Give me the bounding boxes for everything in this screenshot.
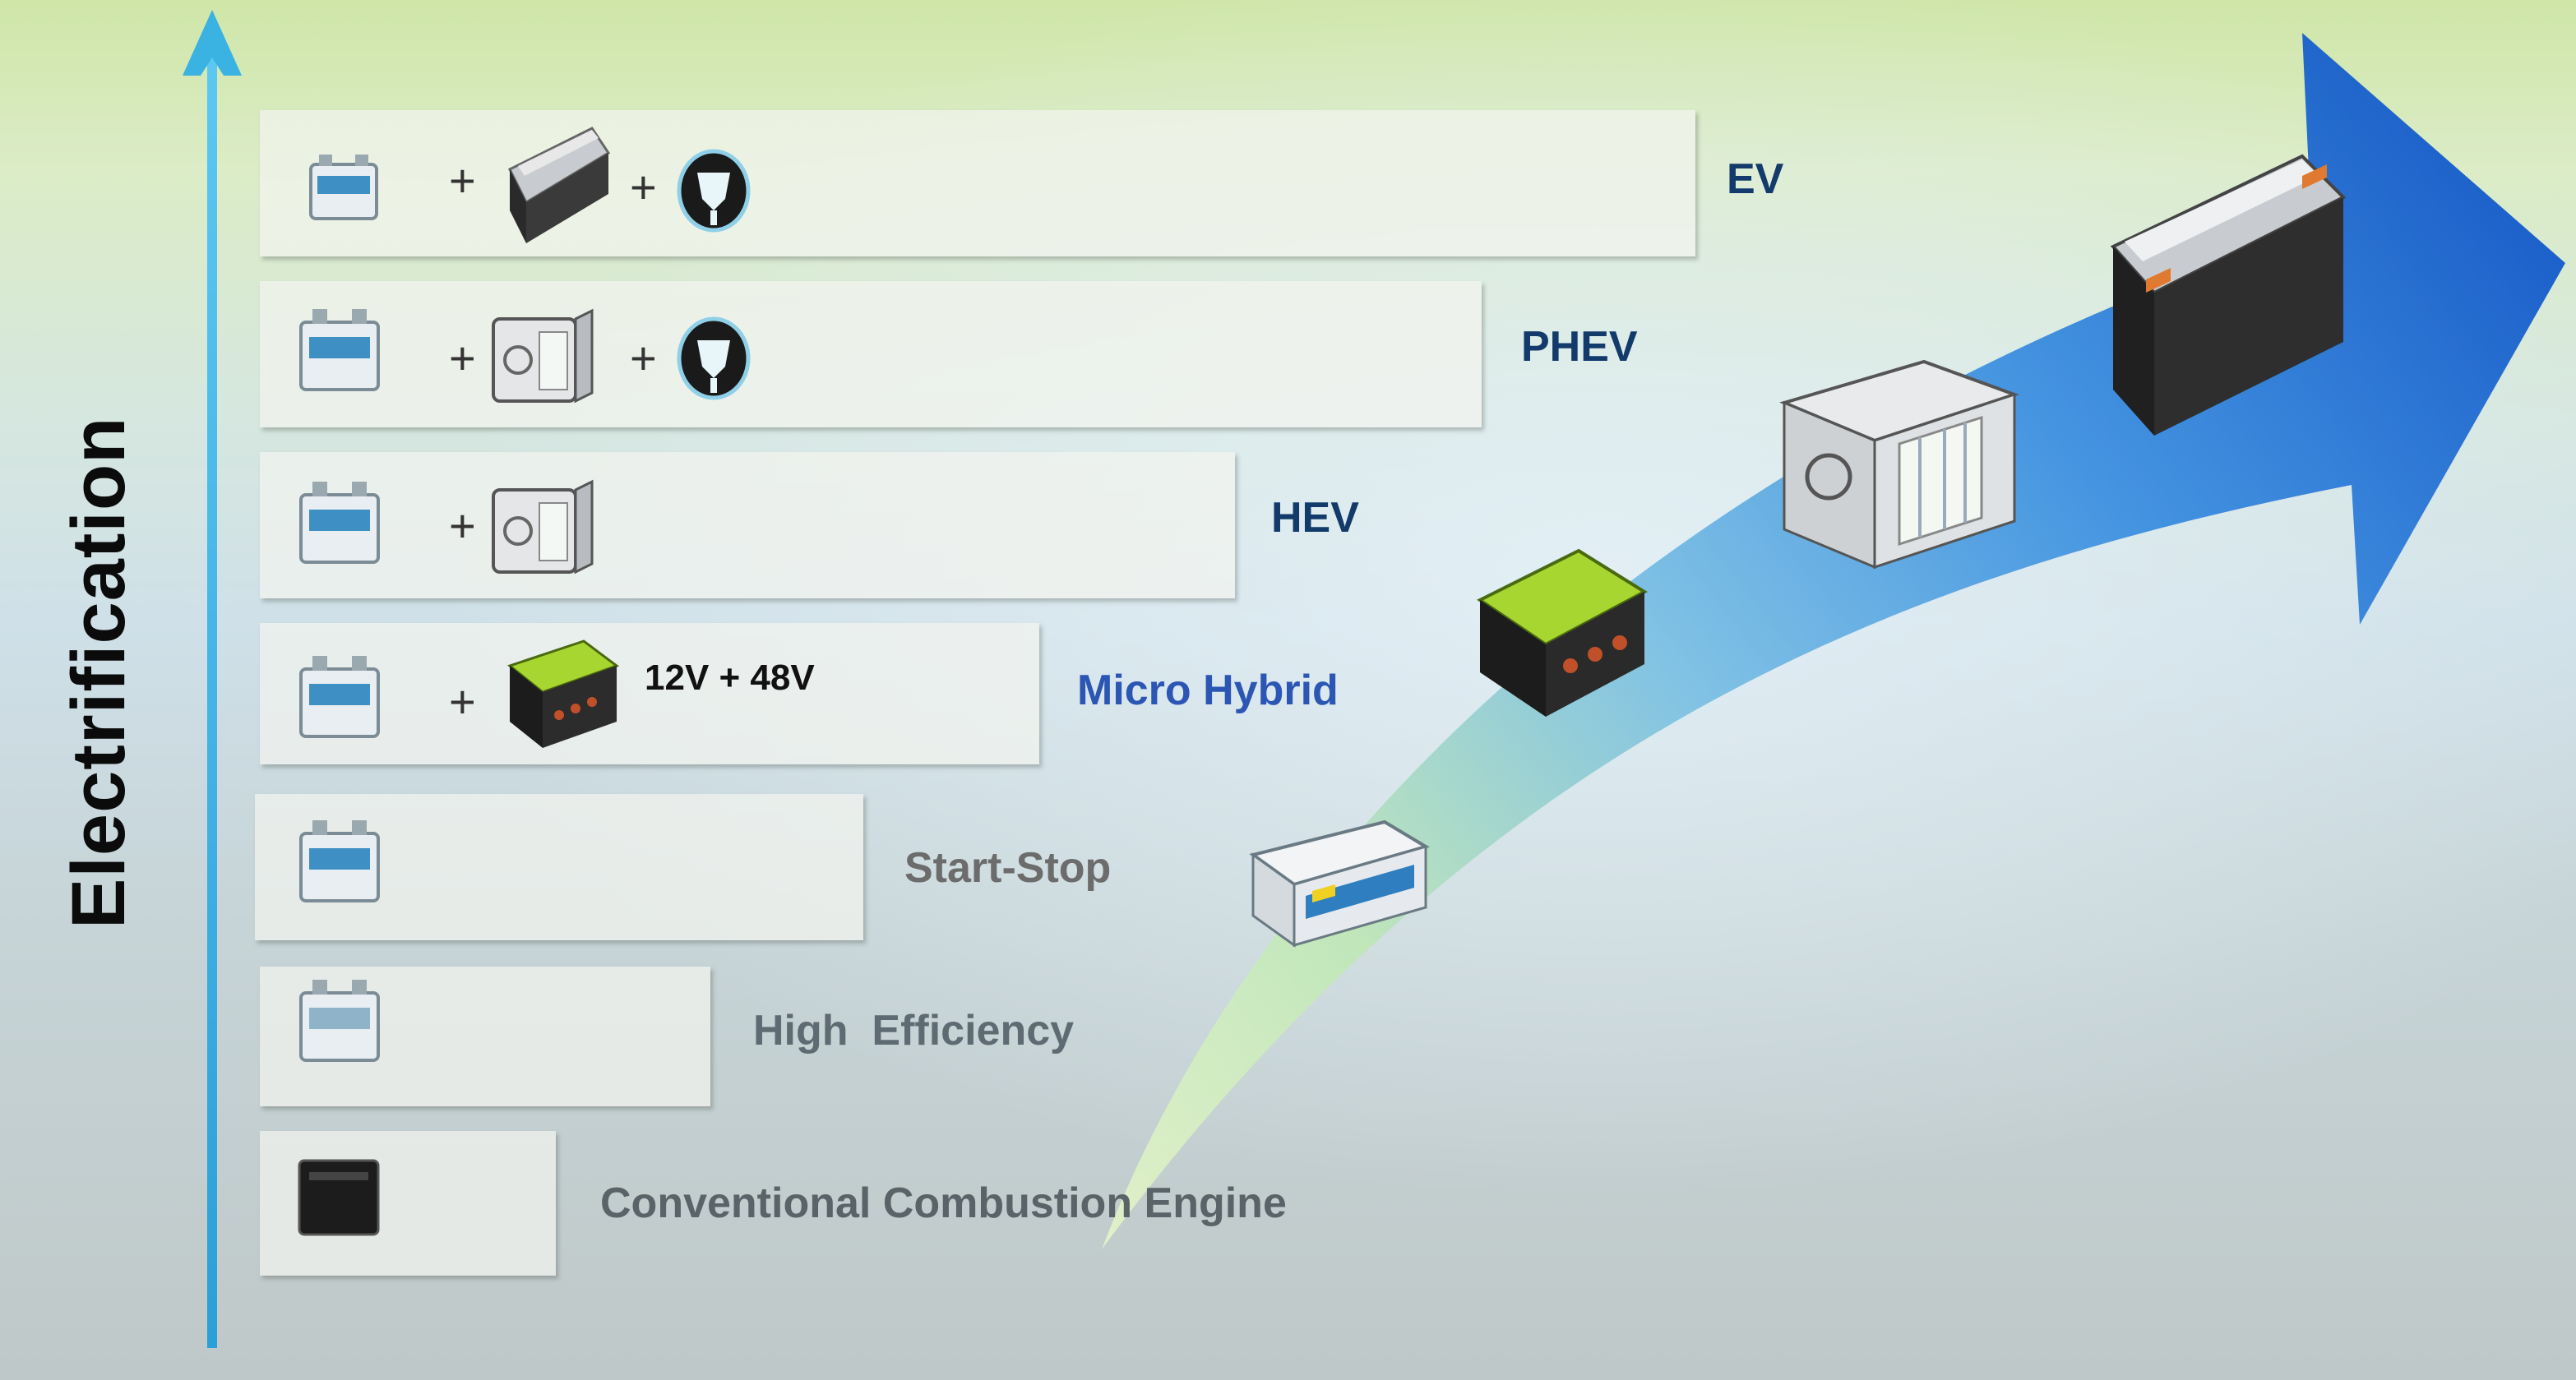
row-micro-hybrid bbox=[260, 623, 1039, 764]
electrification-axis-label: Electrification bbox=[57, 416, 141, 929]
plus-sign: + bbox=[630, 161, 657, 213]
label-conventional: Conventional Combustion Engine bbox=[600, 1179, 1287, 1227]
row-ev bbox=[260, 110, 1695, 256]
row-phev bbox=[260, 281, 1482, 427]
label-hev: HEV bbox=[1271, 494, 1359, 542]
voltage-note: 12V + 48V bbox=[645, 658, 815, 698]
start-stop-battery-icon bbox=[1249, 819, 1430, 948]
label-micro-hybrid: Micro Hybrid bbox=[1077, 667, 1339, 714]
battery-icon bbox=[299, 656, 380, 738]
plus-sign: + bbox=[449, 155, 476, 206]
plug-icon bbox=[677, 149, 751, 233]
48v-battery-icon bbox=[506, 639, 620, 748]
label-phev: PHEV bbox=[1521, 323, 1638, 371]
battery-icon bbox=[309, 155, 378, 220]
hybrid-module-icon bbox=[492, 308, 594, 404]
label-ev: EV bbox=[1727, 155, 1784, 203]
plus-sign: + bbox=[449, 332, 476, 384]
micro-hybrid-battery-icon bbox=[1477, 548, 1648, 717]
li-ion-pack-large-icon bbox=[2110, 154, 2347, 436]
battery-icon bbox=[299, 980, 380, 1062]
plus-sign: + bbox=[630, 332, 657, 384]
axis-shaft bbox=[207, 49, 217, 1348]
li-ion-pack-icon bbox=[507, 127, 611, 243]
battery-icon bbox=[299, 482, 380, 564]
label-high-efficiency: High Efficiency bbox=[753, 1007, 1075, 1055]
plus-sign: + bbox=[449, 676, 476, 727]
hybrid-module-large-icon bbox=[1779, 359, 2020, 570]
plug-icon bbox=[677, 316, 751, 400]
battery-icon bbox=[299, 820, 380, 902]
plus-sign: + bbox=[449, 500, 476, 552]
axis-arrowhead bbox=[183, 10, 242, 76]
label-start-stop: Start-Stop bbox=[904, 844, 1112, 892]
row-hev bbox=[260, 452, 1235, 598]
battery-icon bbox=[299, 309, 380, 391]
black-battery-icon bbox=[298, 1159, 380, 1236]
hybrid-module-icon bbox=[492, 479, 594, 575]
